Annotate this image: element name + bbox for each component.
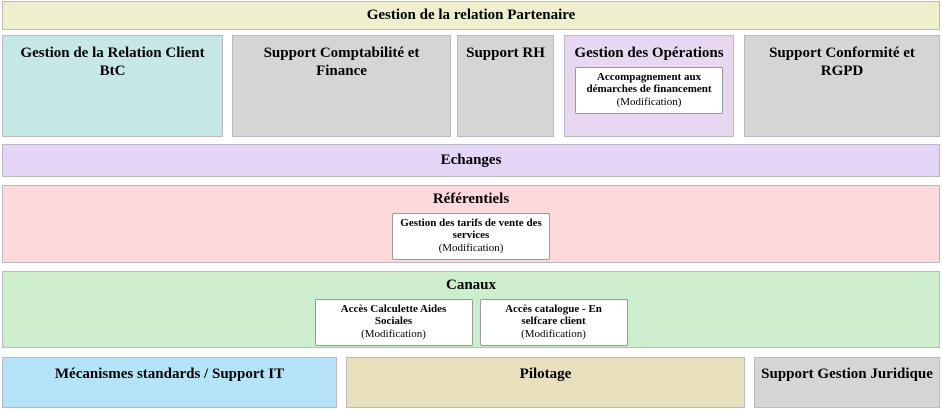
- card-list: Accès Calculette Aides Sociales (Modific…: [3, 298, 939, 346]
- capability-card-acces-catalogue-selfcare[interactable]: Accès catalogue - En selfcare client (Mo…: [479, 298, 628, 346]
- capability-card-accompagnement[interactable]: Accompagnement aux démarches de financem…: [575, 66, 723, 114]
- card-title: Gestion des tarifs de vente des services: [400, 216, 542, 242]
- capability-card-tarifs-vente-services[interactable]: Gestion des tarifs de vente des services…: [392, 212, 550, 260]
- card-list: Gestion des tarifs de vente des services…: [3, 212, 939, 260]
- domain-support-rh[interactable]: Support RH: [457, 35, 554, 137]
- domain-title: Support RH: [466, 45, 545, 61]
- band-title: Echanges: [440, 151, 502, 168]
- domain-support-comptabilite-finance[interactable]: Support Comptabilité et Finance: [232, 35, 451, 137]
- card-list: Accompagnement aux démarches de financem…: [565, 66, 733, 114]
- card-title: Accès Calculette Aides Sociales: [340, 302, 447, 328]
- card-title: Accès catalogue - En selfcare client: [505, 302, 602, 328]
- domain-support-gestion-juridique[interactable]: Support Gestion Juridique: [754, 357, 940, 408]
- band-title: Canaux: [445, 277, 497, 293]
- domain-title: Gestion de la Relation Client BtC: [20, 45, 205, 79]
- band-title: Gestion de la relation Partenaire: [366, 6, 576, 23]
- card-state: (Modification): [438, 242, 504, 255]
- domain-title: Pilotage: [519, 366, 572, 382]
- domain-title: Support Gestion Juridique: [761, 366, 933, 382]
- band-referentiels[interactable]: Référentiels Gestion des tarifs de vente…: [2, 185, 940, 263]
- domain-mecanismes-standards-support-it[interactable]: Mécanismes standards / Support IT: [2, 357, 337, 408]
- band-title: Référentiels: [432, 191, 510, 207]
- capability-card-acces-calculette-aides-sociales[interactable]: Accès Calculette Aides Sociales (Modific…: [314, 298, 473, 346]
- card-state: (Modification): [616, 96, 682, 109]
- card-state: (Modification): [361, 328, 426, 341]
- domain-gestion-relation-client-btc[interactable]: Gestion de la Relation Client BtC: [2, 35, 223, 137]
- domain-title: Support Comptabilité et Finance: [263, 45, 420, 79]
- domain-title: Support Conformité et RGPD: [769, 45, 915, 79]
- card-title: Accompagnement aux démarches de financem…: [586, 70, 712, 96]
- domain-support-conformite-rgpd[interactable]: Support Conformité et RGPD: [744, 35, 940, 137]
- domain-gestion-des-operations[interactable]: Gestion des Opérations Accompagnement au…: [564, 35, 734, 137]
- domain-pilotage[interactable]: Pilotage: [346, 357, 745, 408]
- band-canaux[interactable]: Canaux Accès Calculette Aides Sociales (…: [2, 271, 940, 348]
- domain-title: Mécanismes standards / Support IT: [54, 366, 285, 382]
- band-echanges[interactable]: Echanges: [2, 144, 940, 177]
- band-gestion-relation-partenaire[interactable]: Gestion de la relation Partenaire: [2, 1, 940, 30]
- domain-title: Gestion des Opérations: [574, 45, 724, 61]
- card-state: (Modification): [521, 328, 586, 341]
